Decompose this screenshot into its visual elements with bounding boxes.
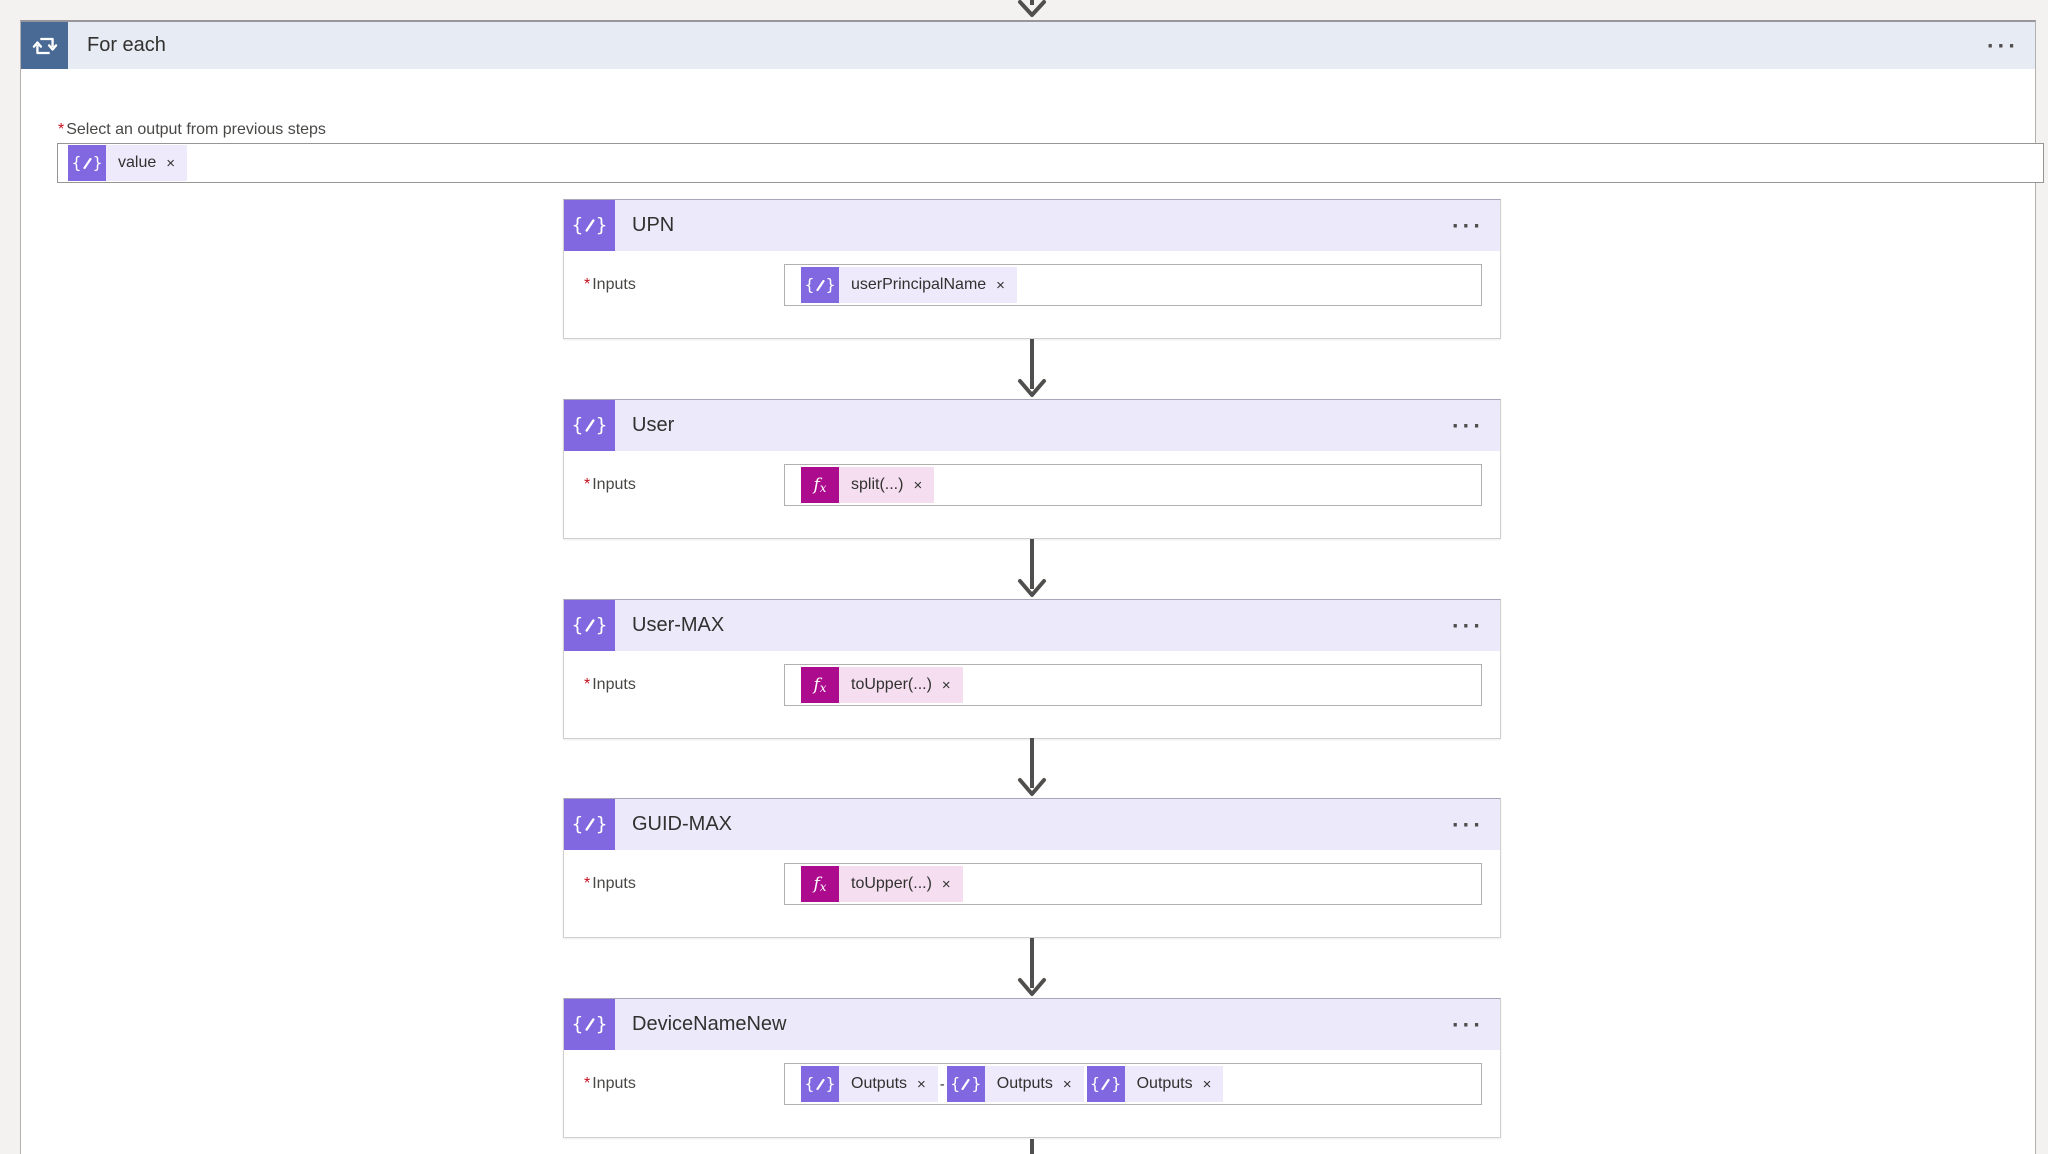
inputs-field[interactable]: fx toUpper(...) × [784,664,1482,706]
selector-label: *Select an output from previous steps [58,121,326,138]
token-label: toUpper(...) [851,676,932,693]
connector-arrow [1010,938,1054,998]
dynamic-content-icon: {} [946,1066,985,1102]
expression-fx-icon: fx [801,866,839,902]
loop-icon [21,22,68,69]
token-outputs-1[interactable]: {} Outputs × [801,1066,938,1102]
outgoing-arrow [1030,1139,1034,1154]
card-more-button[interactable]: ··· [1452,212,1484,238]
card-title: GUID-MAX [632,813,732,835]
action-card-user-max: {} User-MAX ··· *Inputs fx toUpper(...) … [563,599,1501,739]
token-outputs-2[interactable]: {} Outputs × [946,1066,1084,1102]
connector-arrow [1010,738,1054,798]
card-title: UPN [632,214,675,236]
token-toupper-expression[interactable]: fx toUpper(...) × [801,667,963,703]
card-more-button[interactable]: ··· [1452,412,1484,438]
card-more-button[interactable]: ··· [1452,612,1484,638]
card-header[interactable]: {} User-MAX ··· [564,600,1500,651]
token-label: toUpper(...) [851,875,932,892]
dynamic-content-icon: {} [801,267,839,303]
token-userprincipalname[interactable]: {} userPrincipalName × [801,267,1017,303]
card-more-button[interactable]: ··· [1452,811,1484,837]
card-title: User-MAX [632,614,725,636]
remove-token-icon[interactable]: × [1202,1075,1212,1093]
token-toupper-expression[interactable]: fx toUpper(...) × [801,866,963,902]
remove-token-icon[interactable]: × [917,1075,926,1093]
token-label: split(...) [851,476,904,493]
variable-icon: {} [564,400,615,451]
scope-title: For each [87,34,166,56]
text-separator: - [939,1075,945,1093]
connector-arrow [1010,539,1054,599]
token-label: Outputs [1136,1075,1193,1092]
remove-token-icon[interactable]: × [941,676,951,694]
connector-arrow [1010,339,1054,399]
card-header[interactable]: {} DeviceNameNew ··· [564,999,1500,1050]
remove-token-icon[interactable]: × [996,276,1005,294]
token-label: Outputs [996,1075,1053,1092]
inputs-field[interactable]: {} Outputs × - {} Outputs × [784,1063,1482,1105]
dynamic-content-icon: {} [1086,1066,1125,1102]
dynamic-content-icon: {} [801,1066,839,1102]
remove-token-icon[interactable]: × [941,875,951,893]
action-card-devicenamenew: {} DeviceNameNew ··· *Inputs {} Outputs … [563,998,1501,1138]
incoming-arrow [1010,0,1054,18]
expression-fx-icon: fx [801,467,839,503]
inputs-field[interactable]: fx split(...) × [784,464,1482,506]
token-label: userPrincipalName [851,276,987,293]
variable-icon: {} [564,999,615,1050]
variable-icon: {} [564,600,615,651]
output-selector-input[interactable]: {} value × [57,143,2044,183]
inputs-label: *Inputs [584,676,636,693]
token-split-expression[interactable]: fx split(...) × [801,467,935,503]
inputs-label: *Inputs [584,875,636,892]
card-title: User [632,414,675,436]
card-header[interactable]: {} UPN ··· [564,200,1500,251]
variable-icon: {} [564,799,615,850]
action-card-user: {} User ··· *Inputs fx split(...) × [563,399,1501,539]
required-asterisk: * [58,121,65,138]
inputs-field[interactable]: {} userPrincipalName × [784,264,1482,306]
action-card-upn: {} UPN ··· *Inputs {} userPrincipalName … [563,199,1501,339]
token-label: value [118,154,157,171]
inputs-label: *Inputs [584,1075,636,1092]
expression-fx-icon: fx [801,667,839,703]
remove-token-icon[interactable]: × [1062,1075,1072,1093]
card-header[interactable]: {} User ··· [564,400,1500,451]
inputs-label: *Inputs [584,276,636,293]
scope-more-button[interactable]: ··· [1987,32,2019,58]
card-title: DeviceNameNew [632,1013,787,1035]
token-label: Outputs [851,1075,908,1092]
remove-token-icon[interactable]: × [166,154,176,172]
token-value[interactable]: {} value × [68,145,188,181]
remove-token-icon[interactable]: × [913,476,923,494]
dynamic-content-icon: {} [68,145,106,181]
for-each-header[interactable]: For each ··· [21,22,2035,69]
token-outputs-3[interactable]: {} Outputs × [1086,1066,1224,1102]
card-header[interactable]: {} GUID-MAX ··· [564,799,1500,850]
action-card-guid-max: {} GUID-MAX ··· *Inputs fx toUpper(...) … [563,798,1501,938]
card-more-button[interactable]: ··· [1452,1011,1484,1037]
inputs-label: *Inputs [584,476,636,493]
inputs-field[interactable]: fx toUpper(...) × [784,863,1482,905]
variable-icon: {} [564,200,615,251]
